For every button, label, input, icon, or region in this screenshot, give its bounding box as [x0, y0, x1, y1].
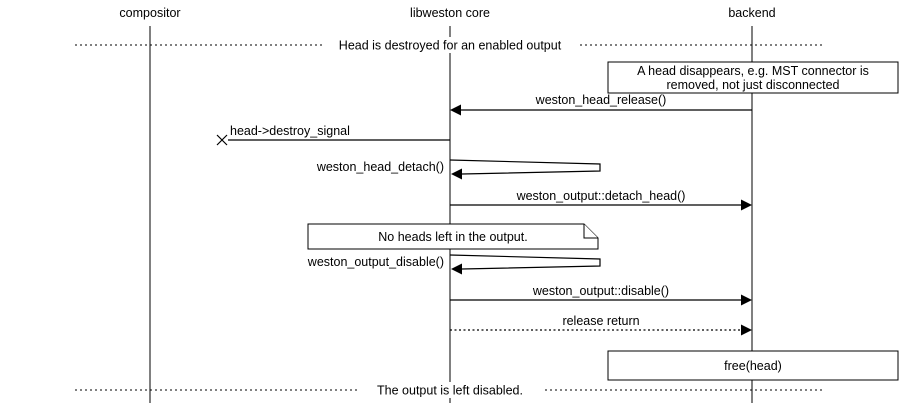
- msg-weston-head-detach[interactable]: weston_head_detach(): [316, 159, 601, 180]
- top-divider-label: Head is destroyed for an enabled output: [339, 39, 562, 53]
- msg-head-destroy-signal-x-terminator-icon: [216, 134, 228, 146]
- note-no-heads-left[interactable]: No heads left in the output.: [307, 223, 599, 250]
- msg-weston-output-disable-self-loop: [449, 254, 601, 270]
- msg-weston-output-disable-self-arrowhead: [451, 263, 462, 275]
- top-divider: Head is destroyed for an enabled output: [75, 37, 825, 53]
- top-divider-label-bg: [322, 37, 578, 53]
- lifelines-layer: compositor libweston core backend: [119, 6, 776, 403]
- messages-layer: weston_head_release() head->destroy_signa…: [216, 93, 752, 336]
- msg-release-return[interactable]: release return: [450, 314, 752, 336]
- note-free-head[interactable]: free(head): [607, 350, 899, 381]
- note-no-heads-left-line: No heads left in the output.: [378, 230, 527, 244]
- msg-weston-output-detach-head-arrowhead: [741, 199, 752, 211]
- note-head-disappears-line: A head disappears, e.g. MST connector is: [637, 64, 869, 78]
- msg-weston-head-release-arrowhead: [450, 104, 461, 116]
- msg-head-destroy-signal[interactable]: head->destroy_signal: [216, 124, 450, 146]
- lifeline-libweston-core[interactable]: libweston core: [410, 6, 490, 403]
- note-head-disappears-box: [607, 61, 899, 94]
- msg-weston-head-detach-arrowhead: [451, 168, 462, 180]
- note-free-head-box: [607, 350, 899, 381]
- msg-weston-output-detach-head-label: weston_output::detach_head(): [516, 189, 686, 203]
- msg-weston-output-disable-self[interactable]: weston_output_disable(): [307, 254, 601, 275]
- lifeline-label-libweston-core: libweston core: [410, 6, 490, 20]
- msg-release-return-label: release return: [562, 314, 639, 328]
- notes-layer: A head disappears, e.g. MST connector is…: [307, 61, 899, 381]
- msg-weston-output-detach-head[interactable]: weston_output::detach_head(): [450, 189, 752, 211]
- msg-weston-head-release[interactable]: weston_head_release(): [450, 93, 752, 116]
- note-head-disappears-line: removed, not just disconnected: [666, 78, 839, 92]
- lifeline-label-backend: backend: [728, 6, 775, 20]
- lifeline-label-compositor: compositor: [119, 6, 180, 20]
- msg-weston-head-release-label: weston_head_release(): [535, 93, 667, 107]
- lifeline-compositor[interactable]: compositor: [119, 6, 181, 403]
- msg-head-destroy-signal-label: head->destroy_signal: [230, 124, 350, 138]
- note-head-disappears[interactable]: A head disappears, e.g. MST connector is…: [607, 61, 899, 94]
- note-free-head-line: free(head): [724, 359, 782, 373]
- msg-weston-output-disable-self-label: weston_output_disable(): [307, 255, 444, 269]
- note-no-heads-left-box: [307, 223, 599, 250]
- bottom-divider-label-bg: [357, 382, 543, 398]
- msg-weston-output-disable-label: weston_output::disable(): [532, 284, 669, 298]
- bottom-divider-label: The output is left disabled.: [377, 384, 523, 398]
- msg-weston-head-detach-label: weston_head_detach(): [316, 160, 444, 174]
- msg-weston-head-detach-loop: [449, 159, 601, 175]
- dividers-layer: Head is destroyed for an enabled outputT…: [75, 37, 825, 398]
- note-no-heads-left-fold-corner-icon: [583, 224, 598, 239]
- msg-weston-output-disable[interactable]: weston_output::disable(): [450, 284, 752, 306]
- msg-release-return-arrowhead: [741, 324, 752, 336]
- bottom-divider: The output is left disabled.: [75, 382, 825, 398]
- msg-weston-output-disable-arrowhead: [741, 294, 752, 306]
